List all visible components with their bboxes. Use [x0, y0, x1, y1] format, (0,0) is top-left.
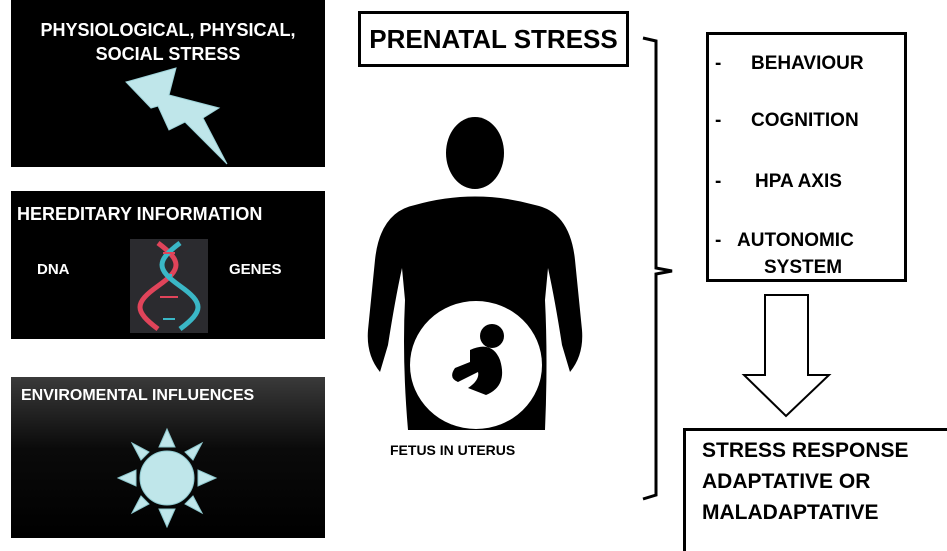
- stress-response-box: STRESS RESPONSE ADAPTATIVE OR MALADAPTAT…: [683, 428, 947, 551]
- response-line: MALADAPTATIVE: [686, 497, 947, 528]
- response-line: ADAPTATIVE OR: [686, 466, 947, 497]
- response-line: STRESS RESPONSE: [686, 431, 947, 466]
